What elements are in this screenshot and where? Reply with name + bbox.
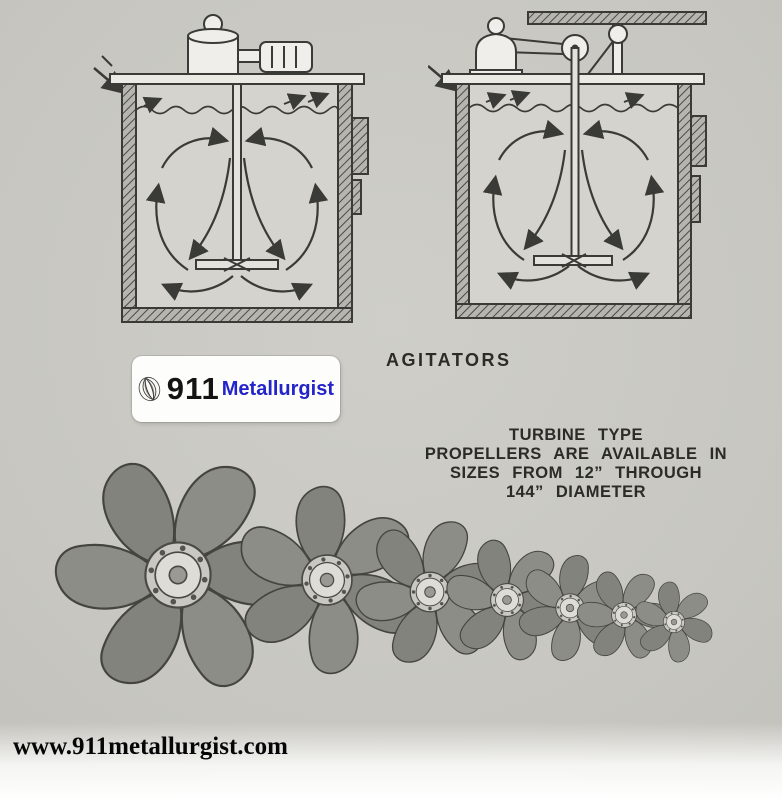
- tank-lid: [109, 73, 365, 85]
- right-agitator-tank-illustration: [428, 11, 707, 319]
- impeller: [195, 257, 279, 272]
- tank-walls: [121, 83, 353, 323]
- feed-arrow: [93, 67, 125, 95]
- striped-sphere-icon: [138, 376, 161, 402]
- overflow-launder: [351, 117, 369, 215]
- flow-arrows: [145, 126, 329, 301]
- turbine-caption-line3: SIZES FROM 12” THROUGH: [449, 464, 703, 482]
- logo-word: Metallurgist: [221, 377, 334, 400]
- logo-number: 911: [166, 371, 220, 406]
- overflow-launder: [690, 115, 707, 223]
- turbine-caption-line2: PROPELLERS ARE AVAILABLE IN: [424, 445, 728, 463]
- surface-arrows: [485, 90, 645, 109]
- tank-walls: [455, 83, 692, 319]
- website-url: www.911metallurgist.com: [13, 733, 288, 760]
- motor-assembly: [187, 14, 313, 77]
- bottom-fade: [0, 722, 782, 800]
- turbine-caption-line1: TURBINE TYPE: [508, 426, 643, 444]
- impeller: [533, 253, 613, 268]
- surface-arrows: [142, 91, 330, 114]
- propeller-row-illustration: [28, 437, 731, 713]
- agitators-caption: AGITATORS: [386, 350, 512, 370]
- turbine-caption: TURBINE TYPE PROPELLERS ARE AVAILABLE IN…: [372, 426, 780, 502]
- logo: 911 Metallurgist: [132, 356, 340, 422]
- agitator-shaft: [570, 47, 580, 261]
- turbine-caption-line4: 144” DIAMETER: [505, 483, 647, 501]
- left-agitator-tank-illustration: [93, 14, 369, 323]
- belt-drive-assembly: [469, 11, 707, 79]
- agitator-shaft: [232, 83, 242, 265]
- flow-arrows: [482, 119, 665, 290]
